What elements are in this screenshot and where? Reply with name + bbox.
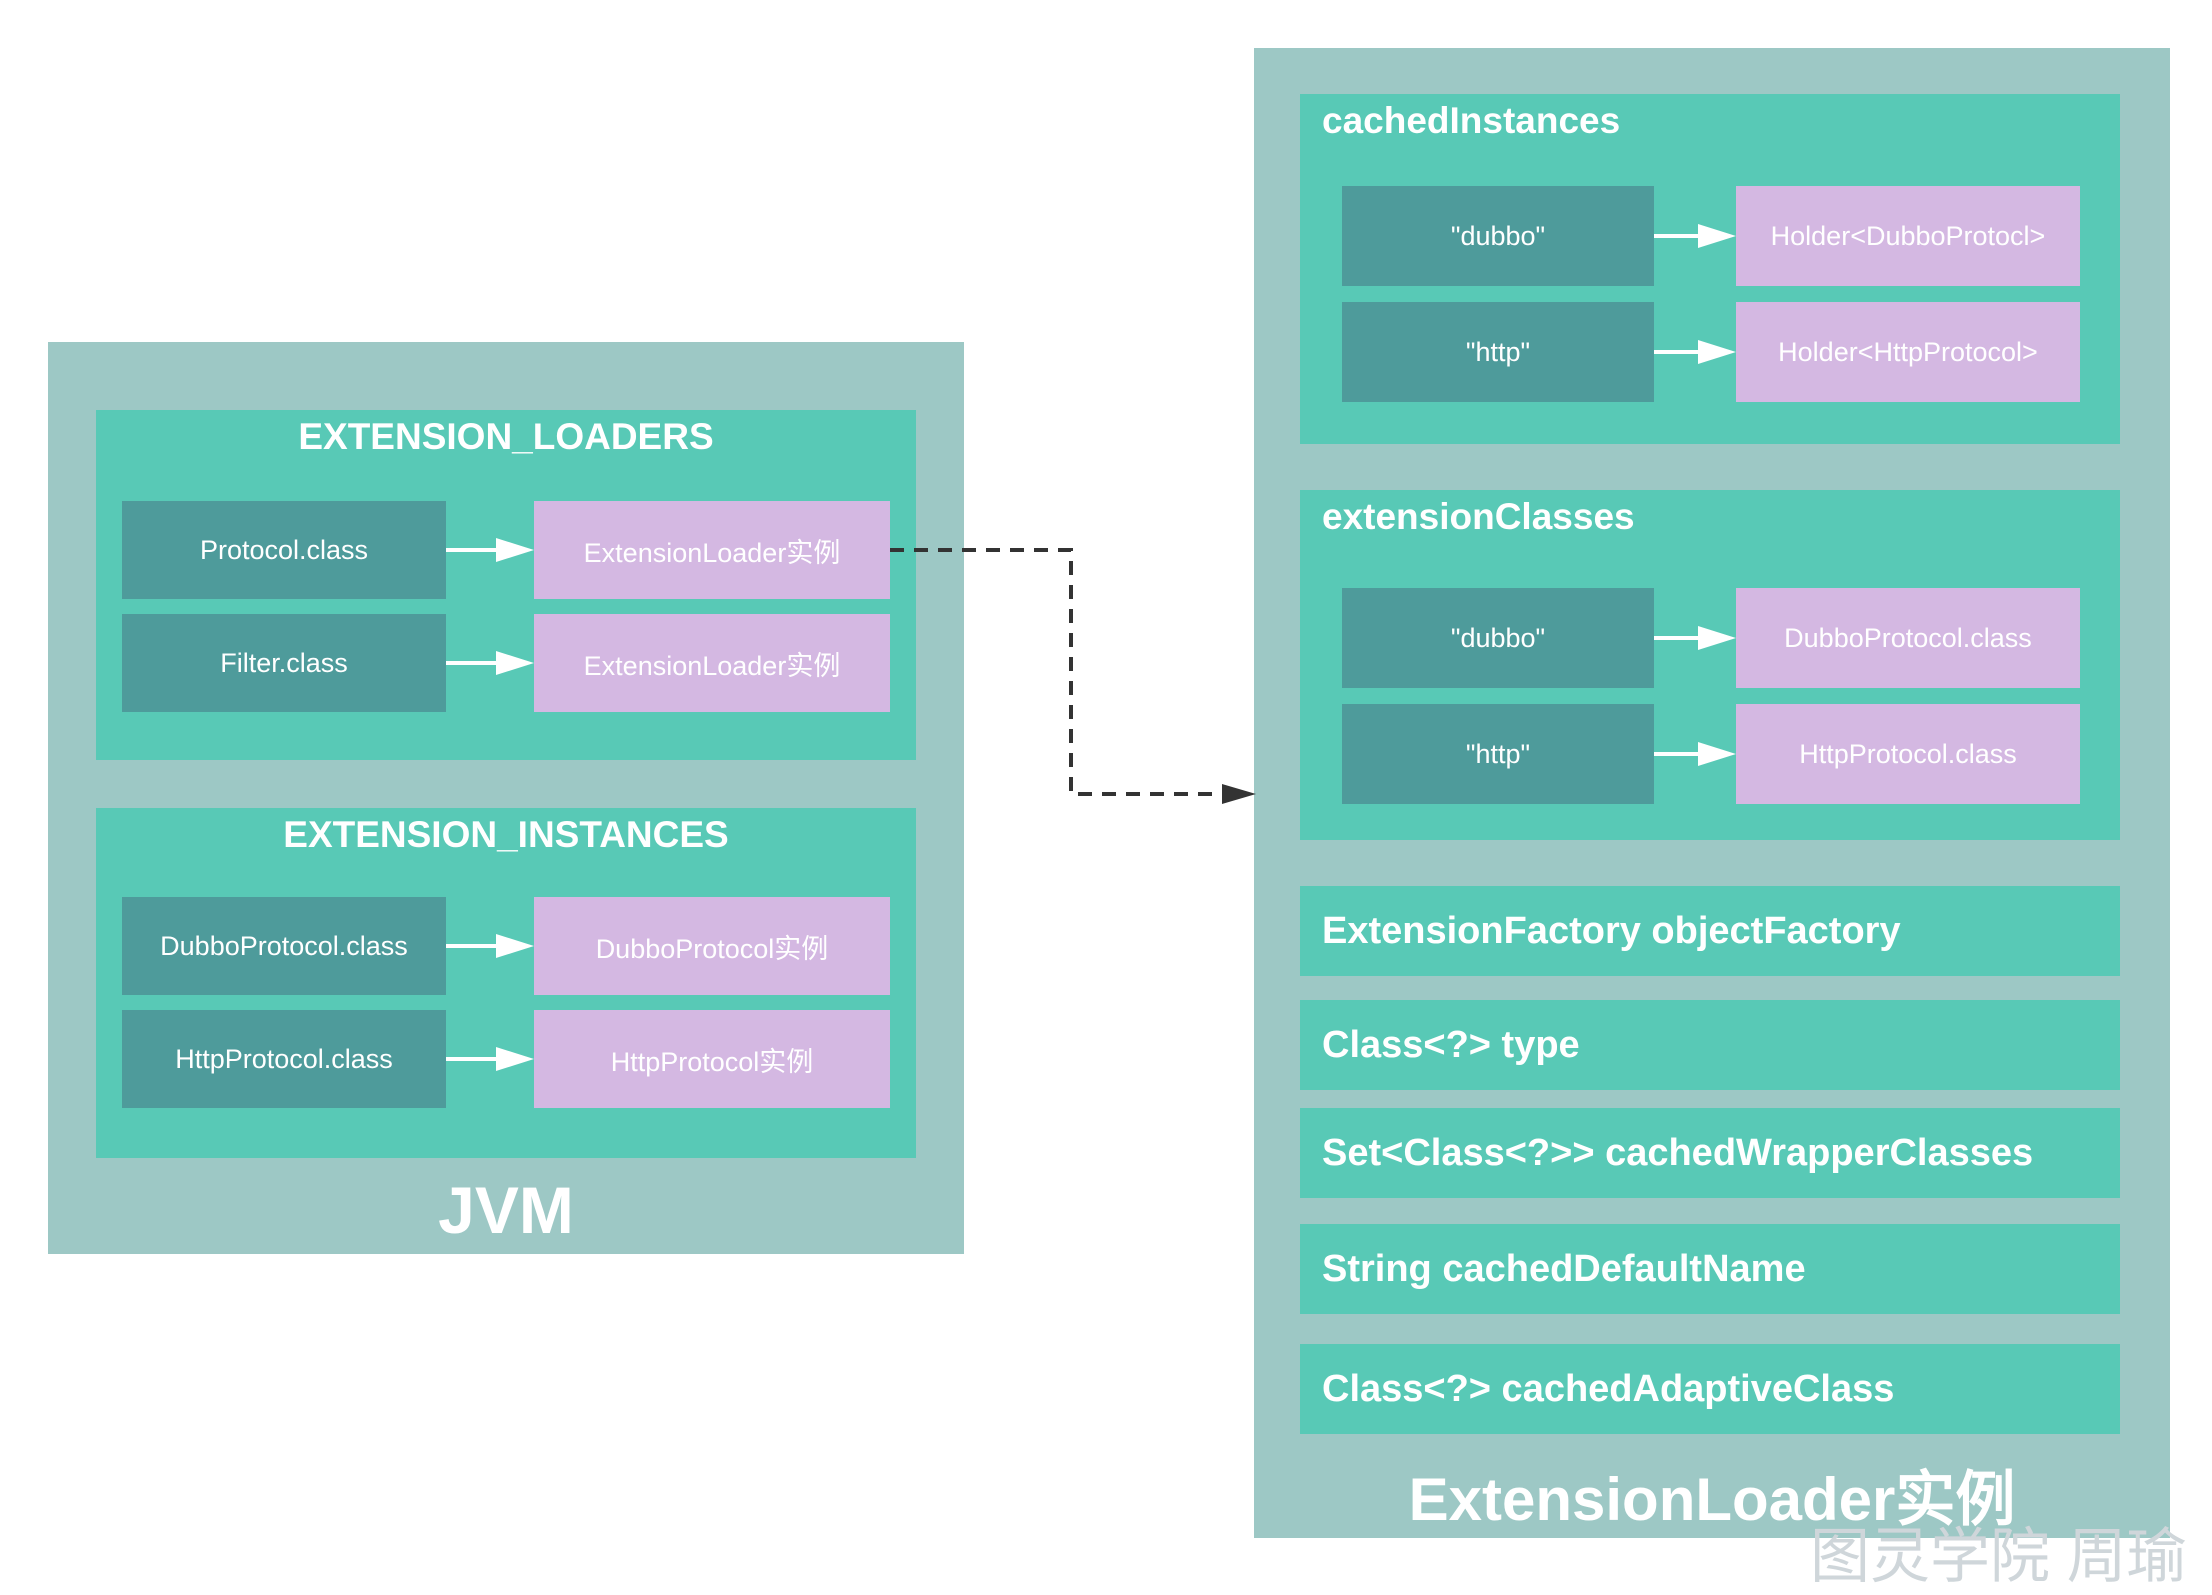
instance-value-http: HttpProtocol实例	[534, 1010, 890, 1108]
arrowhead-protocol	[496, 538, 534, 562]
instance-key-http: HttpProtocol.class	[122, 1010, 446, 1108]
cached-instance-value-http: Holder<HttpProtocol>	[1736, 302, 2080, 402]
extension-classes-title: extensionClasses	[1322, 496, 1635, 537]
cached-instance-value-dubbo: Holder<DubboProtocl>	[1736, 186, 2080, 286]
field-cached-default-name: String cachedDefaultName	[1300, 1224, 2120, 1314]
extension-class-value-http: HttpProtocol.class	[1736, 704, 2080, 804]
cached-instance-key-dubbo: "dubbo"	[1342, 186, 1654, 286]
loader-value-protocol: ExtensionLoader实例	[534, 501, 890, 599]
arrowhead-dubbo-instance	[496, 934, 534, 958]
loader-key-protocol: Protocol.class	[122, 501, 446, 599]
arrowhead-filter	[496, 651, 534, 675]
extension-class-key-dubbo: "dubbo"	[1342, 588, 1654, 688]
instance-value-dubbo: DubboProtocol实例	[534, 897, 890, 995]
white-arrows-loader	[1654, 224, 1736, 766]
loader-value-filter: ExtensionLoader实例	[534, 614, 890, 712]
extension-loader-title: ExtensionLoader实例	[1408, 1466, 2016, 1533]
watermark-text: 图灵学院 周瑜	[1810, 1523, 2187, 1590]
arrowhead-cached-dubbo	[1698, 224, 1736, 248]
extension-loaders-title: EXTENSION_LOADERS	[298, 416, 714, 457]
field-object-factory: ExtensionFactory objectFactory	[1300, 886, 2120, 976]
field-cached-wrapper-classes: Set<Class<?>> cachedWrapperClasses	[1300, 1108, 2120, 1198]
field-type: Class<?> type	[1300, 1000, 2120, 1090]
dashed-connector-arrowhead	[1222, 784, 1256, 804]
dashed-connector	[890, 548, 1222, 796]
extension-class-key-http: "http"	[1342, 704, 1654, 804]
jvm-title: JVM	[438, 1173, 574, 1247]
arrowhead-class-http	[1698, 742, 1736, 766]
loader-key-filter: Filter.class	[122, 614, 446, 712]
extension-instances-title: EXTENSION_INSTANCES	[283, 814, 729, 855]
cached-instances-title: cachedInstances	[1322, 100, 1621, 141]
extension-class-value-dubbo: DubboProtocol.class	[1736, 588, 2080, 688]
white-arrows-jvm	[446, 538, 534, 1071]
instance-key-dubbo: DubboProtocol.class	[122, 897, 446, 995]
cached-instance-key-http: "http"	[1342, 302, 1654, 402]
field-cached-adaptive-class: Class<?> cachedAdaptiveClass	[1300, 1344, 2120, 1434]
arrowhead-class-dubbo	[1698, 626, 1736, 650]
arrowhead-http-instance	[496, 1047, 534, 1071]
arrowhead-cached-http	[1698, 340, 1736, 364]
